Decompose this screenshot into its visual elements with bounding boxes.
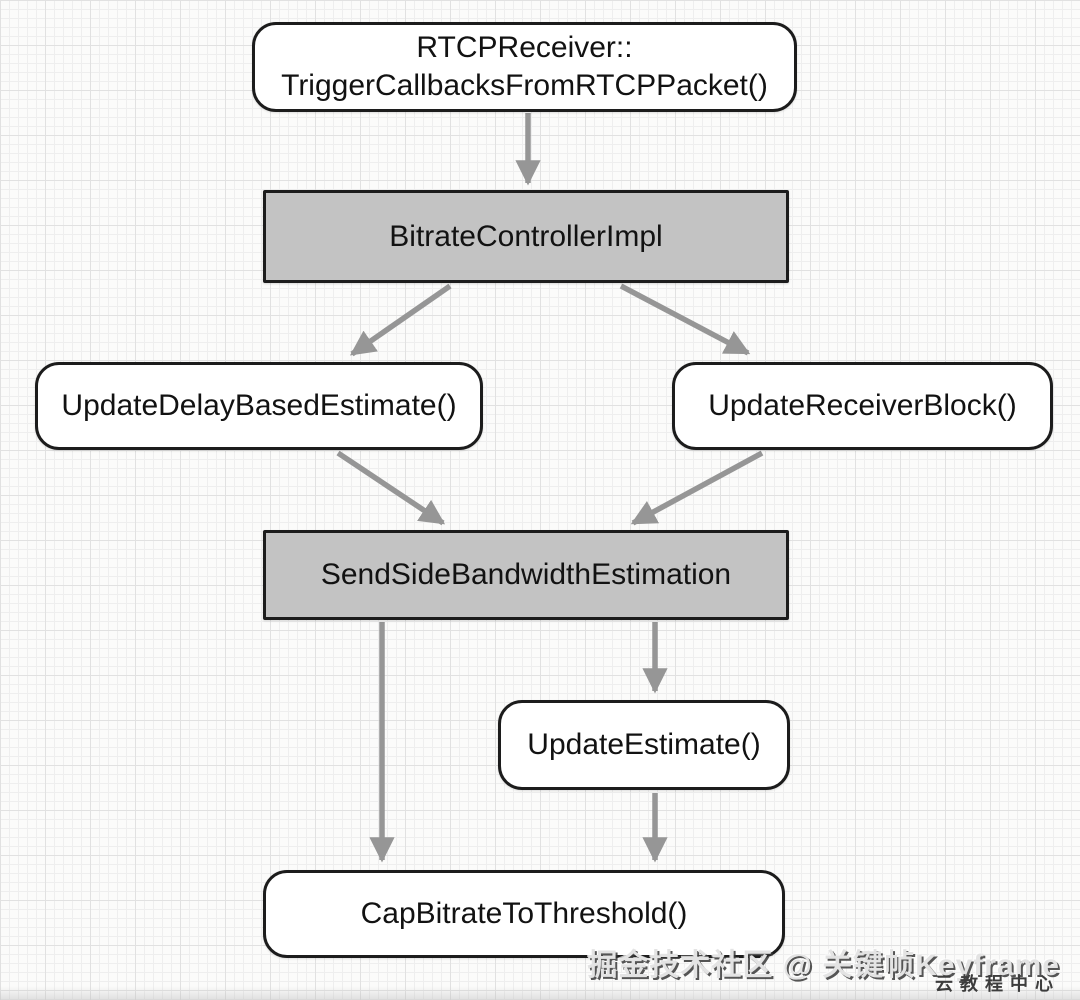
- node-update-receiver-block: UpdateReceiverBlock(): [672, 362, 1053, 450]
- arrow-update-delay-to-send-side-bwe: [336, 450, 446, 526]
- node-rtcp-receiver-label: RTCPReceiver:: TriggerCallbacksFromRTCPP…: [281, 31, 768, 102]
- node-bitrate-controller-impl: BitrateControllerImpl: [263, 190, 789, 283]
- arrow-bitrate-controller-to-update-receiver-block: [619, 283, 751, 356]
- arrow-update-receiver-block-to-send-side-bwe: [630, 450, 764, 526]
- node-cap-bitrate-to-threshold-label: CapBitrateToThreshold(): [360, 897, 688, 930]
- watermark-tutorial-center: 云教程中心: [935, 974, 1060, 994]
- node-update-delay-based-estimate: UpdateDelayBasedEstimate(): [35, 362, 483, 450]
- node-rtcp-receiver: RTCPReceiver:: TriggerCallbacksFromRTCPP…: [252, 22, 797, 112]
- node-send-side-bandwidth-estimation-label: SendSideBandwidthEstimation: [320, 558, 732, 591]
- arrow-bitrate-controller-to-update-delay: [349, 283, 452, 357]
- bottom-fade: [0, 986, 1080, 1000]
- node-update-delay-based-estimate-label: UpdateDelayBasedEstimate(): [61, 389, 457, 422]
- node-update-estimate: UpdateEstimate(): [498, 700, 790, 790]
- node-send-side-bandwidth-estimation: SendSideBandwidthEstimation: [263, 530, 789, 620]
- node-cap-bitrate-to-threshold: CapBitrateToThreshold(): [263, 870, 785, 958]
- node-update-receiver-block-label: UpdateReceiverBlock(): [708, 389, 1017, 422]
- node-update-estimate-label: UpdateEstimate(): [527, 728, 761, 761]
- watermark-community: 掘金技术社区 @ 关键帧Keyframe: [587, 949, 1060, 982]
- node-bitrate-controller-impl-label: BitrateControllerImpl: [389, 219, 663, 253]
